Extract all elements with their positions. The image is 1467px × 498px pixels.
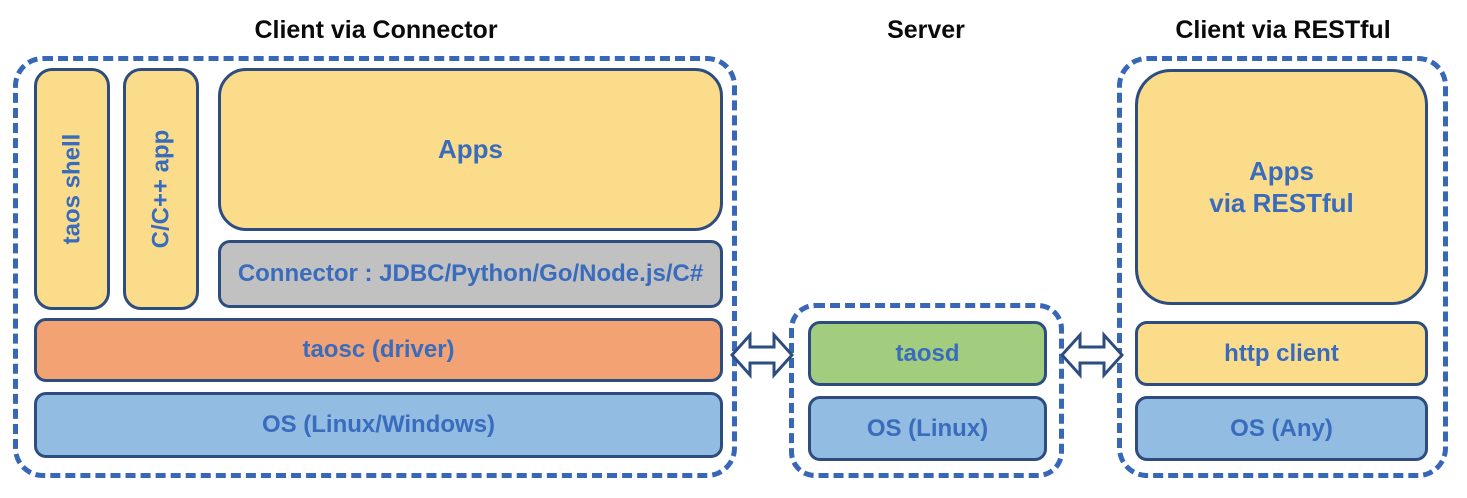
client-connector-title: Client via Connector (254, 16, 498, 44)
apps-via-restful-box: Apps via RESTful (1135, 69, 1428, 305)
taosc-driver-label: taosc (driver) (302, 336, 455, 363)
apps-via-restful-label-line2: via RESTful (1209, 188, 1354, 218)
os-linux-windows-label: OS (Linux/Windows) (261, 411, 496, 438)
right-double-arrow-icon (1060, 330, 1124, 380)
left-double-arrow-icon (730, 330, 794, 380)
client-restful-title: Client via RESTful (1175, 16, 1391, 44)
http-client-label: http client (1224, 339, 1339, 367)
os-linux-windows-box: OS (Linux/Windows) (34, 392, 723, 458)
cpp-app-box: C/C++ app (123, 68, 199, 310)
http-client-box: http client (1135, 321, 1428, 386)
os-any-box: OS (Any) (1135, 396, 1428, 461)
apps-via-restful-label-line1: Apps (1249, 155, 1314, 186)
client-connector-section (13, 56, 737, 478)
taos-shell-label: taos shell (58, 133, 85, 245)
taosd-label: taosd (895, 339, 960, 367)
taosd-box: taosd (808, 321, 1047, 386)
apps-box: Apps (218, 68, 723, 231)
os-linux-box: OS (Linux) (808, 396, 1047, 461)
os-linux-label: OS (Linux) (866, 414, 989, 442)
apps-label: Apps (438, 134, 503, 165)
taosc-driver-box: taosc (driver) (34, 318, 723, 382)
os-any-label: OS (Any) (1230, 414, 1333, 442)
connector-box: Connector : JDBC/Python/Go/Node.js/C# (218, 240, 723, 308)
client-restful-section (1117, 56, 1448, 478)
cpp-app-label: C/C++ app (147, 129, 175, 249)
server-title: Server (887, 16, 965, 44)
taos-shell-box: taos shell (34, 68, 110, 310)
connector-label: Connector : JDBC/Python/Go/Node.js/C# (237, 260, 704, 287)
server-section (789, 303, 1064, 478)
